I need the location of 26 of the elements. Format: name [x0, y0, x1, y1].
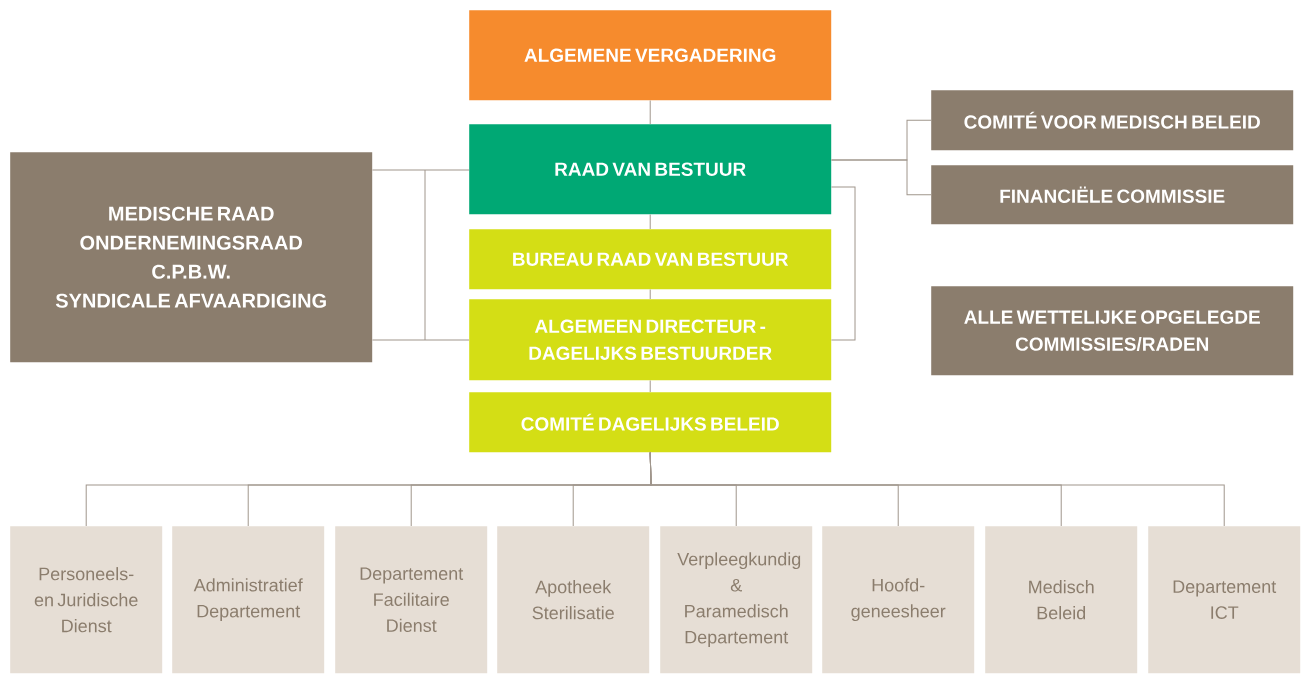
department-box: Administratief Departement — [172, 526, 325, 674]
department-box: Departement ICT — [1148, 526, 1301, 674]
governance-box: COMITÉ DAGELIJKS BELEID — [469, 392, 832, 453]
department-box: Apotheek Sterilisatie — [497, 526, 650, 674]
department-box: Personeels- en Juridische Dienst — [10, 526, 163, 674]
governance-box: BUREAU RAAD VAN BESTUUR — [469, 229, 832, 290]
connector-line — [649, 213, 651, 230]
council-box: MEDISCHE RAAD ONDERNEMINGSRAAD C.P.B.W. SYNDICALE AFVAARDIGING — [10, 152, 373, 363]
department-box: Departement Facilitaire Dienst — [335, 526, 488, 674]
connector-line — [371, 339, 470, 341]
connector-line — [649, 288, 651, 300]
governance-box: ALGEMEEN DIRECTEUR - DAGELIJKS BESTUURDER — [469, 299, 832, 381]
connector-line — [830, 159, 932, 196]
governance-box: ALGEMENE VERGADERING — [469, 10, 832, 101]
connector-line — [649, 379, 651, 393]
department-box: Medisch Beleid — [985, 526, 1138, 674]
committee-box: ALLE WETTELIJKE OPGELEGDE COMMISSIES/RADEN — [931, 286, 1294, 376]
governance-box: RAAD VAN BESTUUR — [469, 124, 832, 215]
connector-line — [371, 169, 470, 171]
committee-box: FINANCIËLE COMMISSIE — [931, 165, 1294, 225]
committee-box: COMITÉ VOOR MEDISCH BELEID — [931, 90, 1294, 151]
connector-line — [830, 186, 856, 341]
department-box: Hoofd- geneesheer — [822, 526, 975, 674]
connector-line — [649, 99, 651, 125]
connector-line — [649, 451, 1225, 527]
department-box: Verpleegkundig & Paramedisch Departement — [660, 526, 813, 674]
